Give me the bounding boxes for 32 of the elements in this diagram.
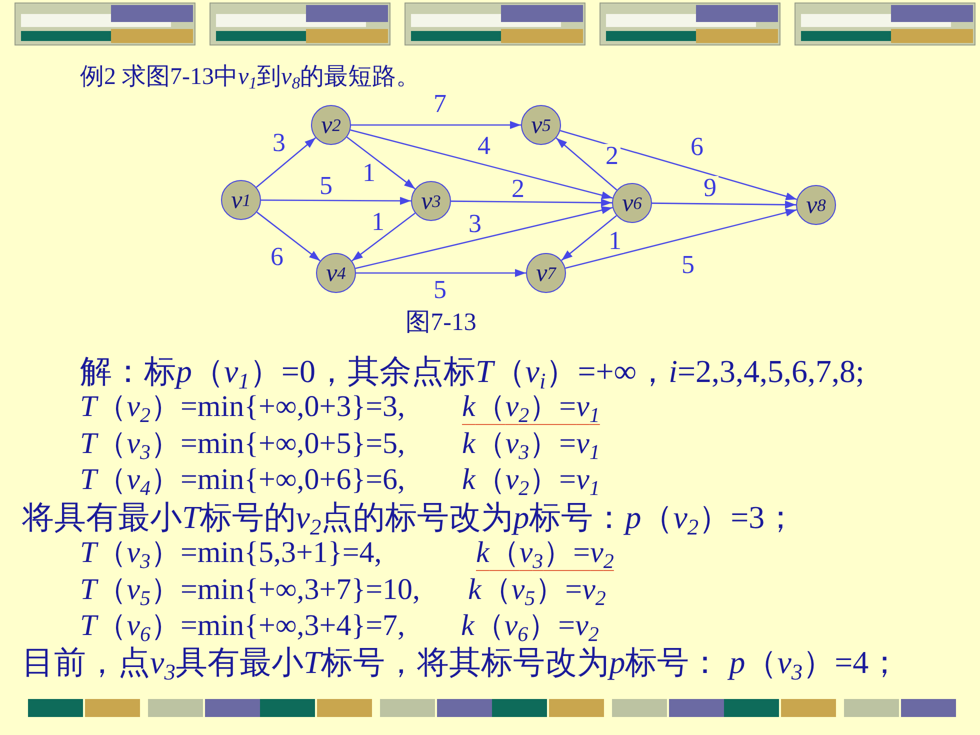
arrow bbox=[561, 215, 617, 261]
arrow bbox=[351, 121, 521, 129]
arrow bbox=[560, 130, 797, 200]
formula-text: k（v$_{3}$）=v$_{2}$ bbox=[476, 536, 614, 570]
title: 例2 求图7-13中v$_{1}$到v$_{8}$的最短路。 bbox=[80, 63, 420, 92]
solution-text: 解：标p（v$_{1}$）=0，其余点标T（v$_{i}$）=+∞，i=2,3,4,5,6,7,8; bbox=[80, 354, 864, 388]
formula-text: k（v$_{3}$）=v$_{1}$ bbox=[462, 427, 600, 461]
formula-text: k（v$_{2}$）=v$_{1}$ bbox=[462, 390, 600, 424]
solution-text: 将具有最小T标号的v$_{2}$点的标号改为p标号：p（v$_{2}$）=3； bbox=[22, 500, 797, 534]
arrow bbox=[350, 129, 613, 200]
arrow bbox=[346, 136, 416, 190]
formula-text: T（v$_{4}$）=min{+∞,0+6}=6, bbox=[80, 463, 406, 497]
arrow bbox=[256, 212, 320, 262]
arrow bbox=[352, 212, 416, 262]
figure-caption: 图7-13 bbox=[406, 308, 476, 338]
arrow bbox=[565, 208, 797, 269]
formula-text: T（v$_{3}$）=min{+∞,0+5}=5, bbox=[80, 427, 406, 461]
formula-text: T（v$_{5}$）=min{+∞,3+7}=10, bbox=[80, 573, 420, 607]
arrow bbox=[261, 196, 411, 205]
arrow bbox=[356, 269, 526, 277]
arrow bbox=[355, 206, 613, 270]
arrow bbox=[256, 137, 316, 188]
solution-text: 目前，点v$_{3}$具有最小T标号，将其标号改为p标号： p（v$_{3}$）=4； bbox=[22, 645, 901, 679]
formula-text: T（v$_{2}$）=min{+∞,0+3}=3, bbox=[80, 390, 406, 424]
formula-text: k（v$_{5}$）=v$_{2}$ bbox=[468, 573, 606, 607]
arrow bbox=[652, 200, 796, 209]
formula-text: k（v$_{2}$）=v$_{1}$ bbox=[462, 463, 600, 497]
arrow bbox=[556, 138, 618, 190]
arrow bbox=[451, 198, 612, 207]
formula-text: T（v$_{6}$）=min{+∞,3+4}=7, bbox=[80, 609, 406, 643]
formula-text: k（v$_{6}$）=v$_{2}$ bbox=[461, 609, 599, 643]
formula-text: T（v$_{3}$）=min{5,3+1}=4, bbox=[80, 536, 382, 570]
